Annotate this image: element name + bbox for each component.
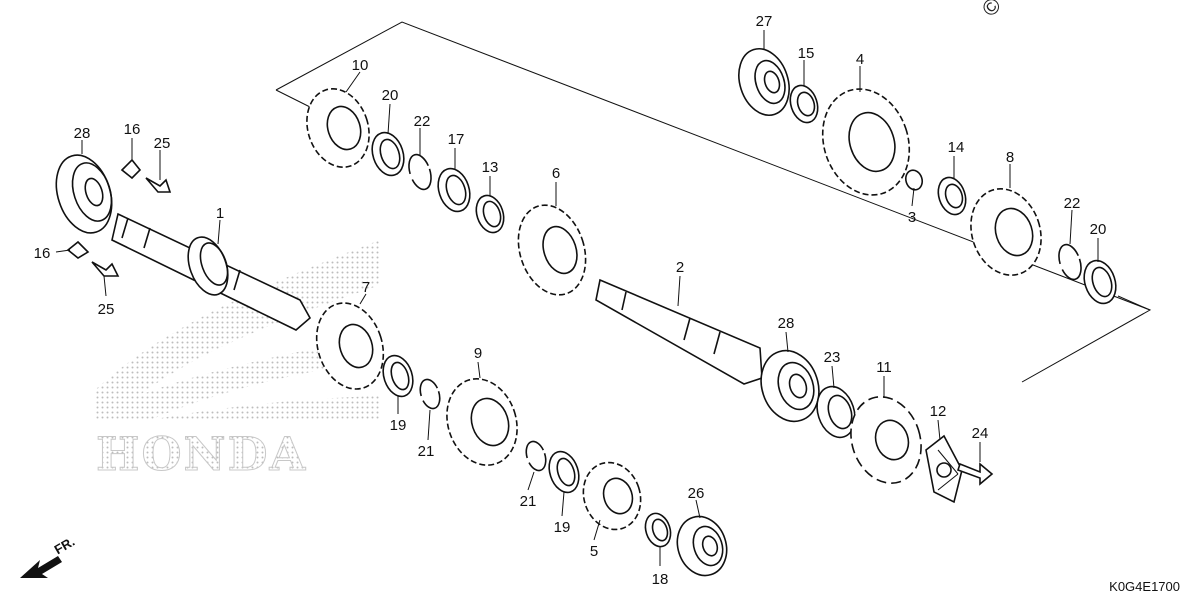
callout-20: 20 [382, 87, 399, 104]
callout-16: 16 [124, 121, 141, 138]
washer-part-14 [937, 176, 967, 216]
callout-25: 25 [98, 301, 115, 318]
honda-wordmark: HONDA [96, 427, 307, 481]
callout-3: 3 [908, 209, 916, 226]
gear-part-9 [446, 378, 518, 466]
callout-8: 8 [1006, 149, 1014, 166]
bolt-part-25-top [145, 177, 172, 193]
gear-part-6 [517, 204, 587, 296]
callout-21: 21 [520, 493, 537, 510]
part-callouts: 28 16 25 1 16 25 10 20 22 17 13 6 2 27 1… [34, 13, 1107, 588]
callout-14: 14 [948, 139, 965, 156]
bolt-part-25-bottom [91, 261, 120, 277]
callout-1: 1 [216, 205, 224, 222]
callout-21: 21 [418, 443, 435, 460]
mainshaft-part-1 [111, 212, 312, 331]
circlip-part-21-low [525, 440, 547, 472]
callout-19: 19 [554, 519, 571, 536]
setting-plate-part-16-top [120, 158, 142, 180]
setting-plate-part-16-bottom [66, 240, 90, 259]
gear-part-4 [821, 88, 911, 196]
countershaft-part-2 [595, 278, 763, 385]
fixing-plate-part-12 [925, 434, 963, 504]
callout-9: 9 [474, 345, 482, 362]
bearing-part-27 [738, 48, 790, 116]
callout-24: 24 [972, 425, 989, 442]
washer-part-19-low [548, 450, 580, 494]
callout-19: 19 [390, 417, 407, 434]
callout-27: 27 [756, 13, 773, 30]
gear-part-10 [306, 88, 370, 168]
callout-28: 28 [778, 315, 795, 332]
callout-26: 26 [688, 485, 705, 502]
bearing-part-28-right [760, 349, 820, 423]
honda-wing-watermark: HONDA [95, 240, 380, 482]
countershaft-group-outline [275, 21, 1152, 383]
circlip-part-22-right [1058, 243, 1082, 281]
callout-23: 23 [824, 349, 841, 366]
washer-part-20-top [371, 131, 405, 177]
circlip-part-22-top [408, 153, 432, 191]
leader-lines [55, 30, 1099, 566]
callout-11: 11 [876, 359, 892, 376]
gear-part-5 [582, 461, 642, 531]
washer-part-18 [644, 512, 672, 548]
callout-4: 4 [856, 51, 864, 68]
bushing-part-3 [904, 169, 924, 191]
washer-part-20-right [1083, 259, 1117, 305]
bearing-part-28-left [55, 154, 113, 234]
callout-25: 25 [154, 135, 171, 152]
gear-part-7 [315, 302, 385, 390]
callout-28: 28 [74, 125, 91, 142]
drive-sprocket-part-11 [850, 396, 922, 484]
callout-5: 5 [590, 543, 598, 560]
washer-part-15 [789, 84, 819, 124]
bushing-part-13 [475, 194, 505, 234]
callout-7: 7 [362, 279, 370, 296]
bearing-part-26 [676, 515, 728, 577]
callout-17: 17 [448, 131, 465, 148]
front-direction-arrow-icon [20, 556, 62, 578]
callout-22: 22 [1064, 195, 1081, 212]
callout-16: 16 [34, 245, 51, 262]
oil-seal-part-23 [816, 385, 856, 439]
callout-20: 20 [1090, 221, 1107, 238]
callout-15: 15 [798, 45, 815, 62]
callout-2: 2 [676, 259, 684, 276]
callout-22: 22 [414, 113, 431, 130]
callout-10: 10 [352, 57, 369, 74]
washer-part-19-mid [382, 354, 414, 398]
callout-18: 18 [652, 571, 669, 588]
gear-part-8 [970, 188, 1042, 276]
circlip-part-21-mid [419, 378, 441, 410]
callout-12: 12 [930, 403, 947, 420]
bolt-part-24 [956, 462, 994, 486]
diagram-reference-code: K0G4E1700 [1109, 579, 1180, 594]
washer-part-17 [437, 167, 471, 213]
callout-6: 6 [552, 165, 560, 182]
callout-13: 13 [482, 159, 499, 176]
